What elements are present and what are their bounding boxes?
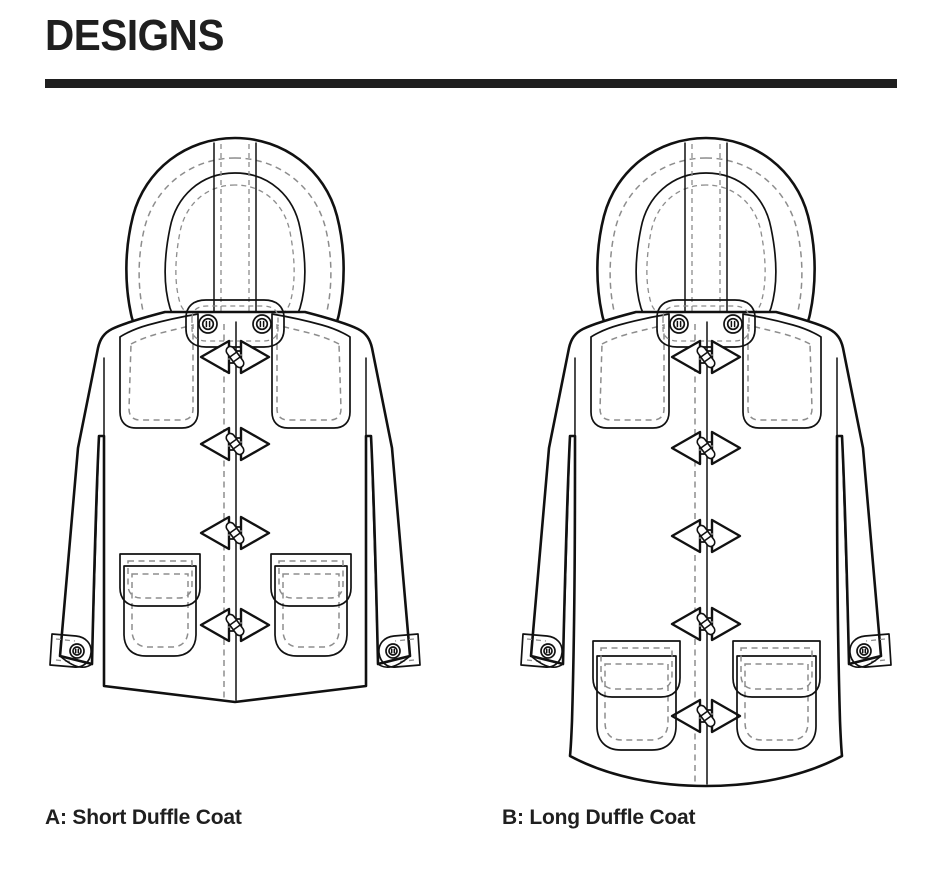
- toggle-closure-3: [670, 518, 742, 554]
- pocket-right-a: [270, 553, 352, 657]
- title-divider: [45, 79, 897, 88]
- center-front-placket-a: [223, 321, 237, 701]
- shoulder-yoke-a: [119, 313, 351, 429]
- page-title: DESIGNS: [45, 11, 224, 60]
- collar-button-right: [723, 314, 743, 334]
- caption-long-duffle-coat: B: Long Duffle Coat: [502, 806, 696, 829]
- hood-a: [125, 136, 345, 333]
- coat-a-drawing: [49, 136, 421, 704]
- collar-tab-a: [185, 299, 285, 348]
- cuff-tab-left-b: [520, 633, 563, 668]
- hood-b: [596, 136, 816, 333]
- cuff-tab-right-a: [378, 633, 421, 668]
- toggle-closures-a: [199, 339, 271, 643]
- cuff-tab-left-a: [49, 633, 92, 668]
- caption-short-duffle-coat: A: Short Duffle Coat: [45, 806, 242, 829]
- body-b: [529, 310, 883, 788]
- toggle-closure-1: [670, 339, 742, 375]
- toggle-closure-3: [199, 515, 271, 551]
- collar-button-left: [198, 314, 218, 334]
- collar-tab-b: [656, 299, 756, 348]
- body-a: [58, 310, 412, 704]
- toggle-closure-2: [670, 430, 742, 466]
- toggle-closure-1: [199, 339, 271, 375]
- figures-area: [0, 96, 942, 796]
- figure-short-duffle-coat: [0, 96, 471, 796]
- toggle-closure-4: [670, 606, 742, 642]
- toggle-closure-2: [199, 426, 271, 462]
- collar-button-right: [252, 314, 272, 334]
- pocket-left-a: [119, 553, 201, 657]
- figure-long-duffle-coat: [471, 96, 942, 796]
- pocket-right-b: [732, 640, 821, 751]
- collar-button-left: [669, 314, 689, 334]
- toggle-closure-5: [670, 698, 742, 734]
- cuff-tab-right-b: [849, 633, 892, 668]
- toggle-closure-4: [199, 607, 271, 643]
- coat-b-drawing: [520, 136, 892, 788]
- toggle-closures-b: [670, 339, 742, 734]
- pocket-left-b: [592, 640, 681, 751]
- shoulder-yoke-b: [590, 313, 822, 429]
